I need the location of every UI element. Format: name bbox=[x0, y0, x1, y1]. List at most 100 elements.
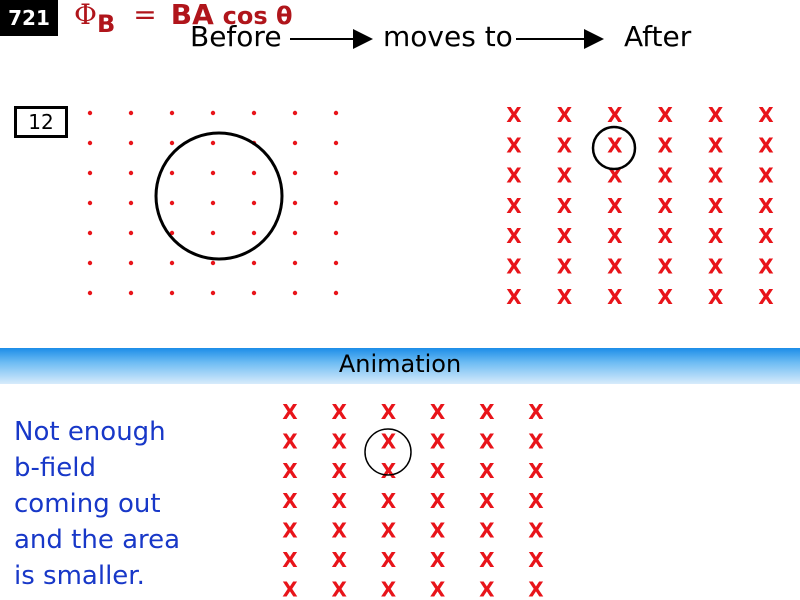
field-x: X bbox=[758, 133, 774, 157]
field-dot bbox=[210, 140, 216, 146]
field-x: X bbox=[479, 518, 495, 542]
field-dot bbox=[169, 200, 175, 206]
field-x: X bbox=[557, 194, 573, 218]
field-x: X bbox=[528, 400, 544, 424]
field-dot bbox=[169, 260, 175, 266]
field-x: X bbox=[708, 224, 724, 248]
field-x: X bbox=[528, 459, 544, 483]
field-x: X bbox=[557, 224, 573, 248]
field-x: X bbox=[657, 164, 673, 188]
field-x: X bbox=[607, 194, 623, 218]
field-x: X bbox=[282, 518, 298, 542]
field-x: X bbox=[607, 224, 623, 248]
field-dot bbox=[87, 140, 93, 146]
field-x: X bbox=[430, 578, 446, 600]
field-x: X bbox=[479, 400, 495, 424]
field-dot bbox=[87, 170, 93, 176]
field-x: X bbox=[506, 285, 522, 309]
field-x: X bbox=[528, 548, 544, 572]
field-x: X bbox=[282, 489, 298, 513]
field-dot bbox=[87, 290, 93, 296]
field-dot bbox=[251, 290, 257, 296]
field-x: X bbox=[282, 430, 298, 454]
field-x: X bbox=[557, 103, 573, 127]
field-dot bbox=[251, 170, 257, 176]
caption-line: Not enough bbox=[14, 417, 166, 447]
field-x: X bbox=[758, 164, 774, 188]
field-x: X bbox=[430, 518, 446, 542]
field-dot bbox=[128, 290, 134, 296]
problem-number: 12 bbox=[14, 106, 68, 138]
loop-after bbox=[591, 125, 637, 171]
field-x: X bbox=[657, 285, 673, 309]
field-x: X bbox=[557, 285, 573, 309]
field-x: X bbox=[479, 430, 495, 454]
field-dot bbox=[169, 170, 175, 176]
field-dot bbox=[210, 230, 216, 236]
field-x: X bbox=[758, 224, 774, 248]
field-x: X bbox=[430, 400, 446, 424]
field-dot bbox=[210, 290, 216, 296]
field-out-of-page bbox=[87, 110, 339, 296]
field-x: X bbox=[282, 578, 298, 600]
field-dot bbox=[251, 110, 257, 116]
field-x: X bbox=[708, 285, 724, 309]
field-dot bbox=[292, 170, 298, 176]
field-x: X bbox=[506, 103, 522, 127]
field-x: X bbox=[282, 548, 298, 572]
field-dot bbox=[333, 260, 339, 266]
field-dot bbox=[251, 260, 257, 266]
field-dot bbox=[169, 290, 175, 296]
field-x: X bbox=[557, 255, 573, 279]
flux-formula: ΦB=BA cos θ bbox=[74, 0, 293, 38]
moves-to-label: moves to bbox=[383, 20, 513, 53]
field-dot bbox=[333, 290, 339, 296]
field-dot bbox=[333, 140, 339, 146]
field-x: X bbox=[708, 133, 724, 157]
field-x: X bbox=[557, 164, 573, 188]
before-label: Before bbox=[190, 20, 282, 53]
field-x: X bbox=[331, 518, 347, 542]
field-x: X bbox=[331, 459, 347, 483]
field-x: X bbox=[282, 459, 298, 483]
field-dot bbox=[128, 200, 134, 206]
field-dot bbox=[128, 170, 134, 176]
field-x: X bbox=[479, 578, 495, 600]
field-dot bbox=[333, 200, 339, 206]
field-dot bbox=[210, 260, 216, 266]
field-x: X bbox=[331, 489, 347, 513]
field-x: X bbox=[381, 430, 397, 454]
formula-ba: BA bbox=[170, 0, 214, 31]
loop-before bbox=[154, 131, 284, 261]
field-dot bbox=[87, 260, 93, 266]
field-x: X bbox=[607, 285, 623, 309]
field-x: X bbox=[381, 578, 397, 600]
field-x: X bbox=[479, 489, 495, 513]
field-dot bbox=[169, 230, 175, 236]
field-x: X bbox=[708, 255, 724, 279]
field-dot bbox=[333, 110, 339, 116]
field-x: X bbox=[506, 133, 522, 157]
field-x: X bbox=[506, 224, 522, 248]
field-x: X bbox=[657, 133, 673, 157]
field-x: X bbox=[607, 255, 623, 279]
field-x: X bbox=[381, 548, 397, 572]
animation-bar[interactable] bbox=[0, 348, 800, 384]
field-dot bbox=[128, 260, 134, 266]
field-dot bbox=[292, 260, 298, 266]
caption: Not enough b-field coming out and the ar… bbox=[14, 414, 244, 594]
field-x: X bbox=[331, 548, 347, 572]
field-dot bbox=[169, 140, 175, 146]
field-x: X bbox=[528, 430, 544, 454]
field-x: X bbox=[479, 459, 495, 483]
field-x: X bbox=[758, 194, 774, 218]
field-x: X bbox=[557, 133, 573, 157]
field-dot bbox=[87, 200, 93, 206]
field-dot bbox=[128, 110, 134, 116]
field-dot bbox=[292, 230, 298, 236]
field-dot bbox=[128, 230, 134, 236]
equals-sign: = bbox=[133, 0, 157, 31]
field-x: X bbox=[331, 578, 347, 600]
phi-subscript: B bbox=[96, 10, 116, 38]
